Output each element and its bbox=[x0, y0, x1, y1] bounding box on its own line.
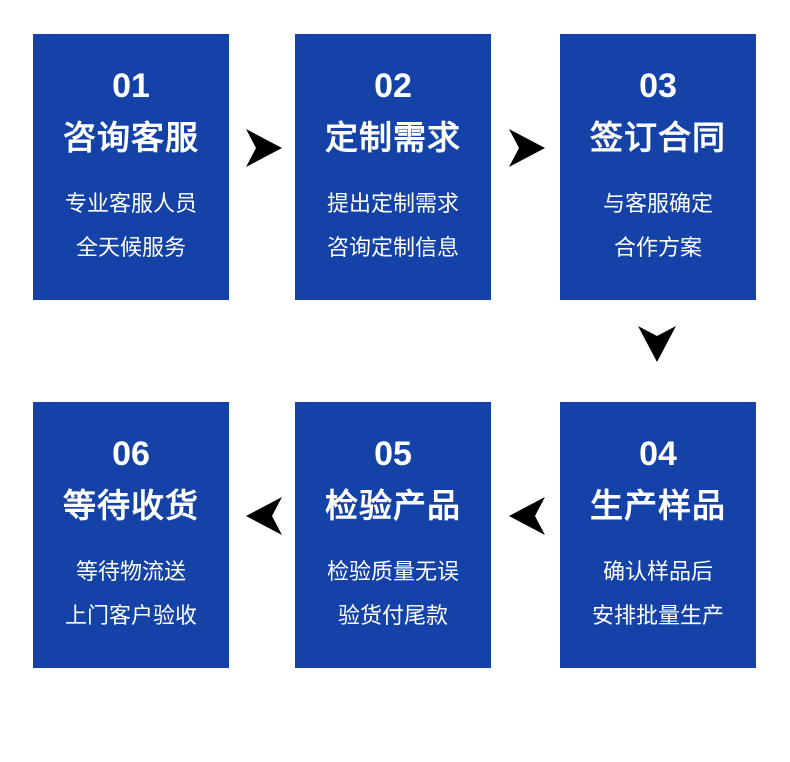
step-description-line-1: 专业客服人员 bbox=[64, 192, 197, 217]
arrow-right-icon bbox=[246, 129, 282, 167]
step-number: 04 bbox=[639, 435, 677, 473]
step-number: 06 bbox=[112, 435, 150, 473]
step-card-01: 01 咨询客服 专业客服人员 全天候服务 bbox=[33, 34, 229, 300]
step-number: 02 bbox=[374, 67, 412, 105]
step-description-line-2: 验货付尾款 bbox=[337, 604, 448, 629]
step-description-line-2: 安排批量生产 bbox=[591, 604, 724, 629]
step-description-line-2: 合作方案 bbox=[613, 236, 702, 261]
step-title: 等待收货 bbox=[63, 486, 199, 525]
step-number: 05 bbox=[374, 435, 412, 473]
step-card-03: 03 签订合同 与客服确定 合作方案 bbox=[560, 34, 756, 300]
step-title: 咨询客服 bbox=[63, 118, 199, 157]
step-description-line-1: 与客服确定 bbox=[602, 192, 713, 217]
step-description-line-1: 提出定制需求 bbox=[326, 192, 459, 217]
arrow-left-icon bbox=[246, 497, 282, 535]
arrow-left-icon bbox=[509, 497, 545, 535]
step-title: 生产样品 bbox=[590, 486, 726, 525]
step-number: 01 bbox=[112, 67, 150, 105]
step-description-line-2: 上门客户验收 bbox=[64, 604, 197, 629]
arrow-down-icon bbox=[638, 326, 676, 362]
step-card-04: 04 生产样品 确认样品后 安排批量生产 bbox=[560, 402, 756, 668]
step-card-06: 06 等待收货 等待物流送 上门客户验收 bbox=[33, 402, 229, 668]
step-card-05: 05 检验产品 检验质量无误 验货付尾款 bbox=[295, 402, 491, 668]
step-title: 签订合同 bbox=[590, 118, 726, 157]
arrow-right-icon bbox=[509, 129, 545, 167]
step-description-line-2: 全天候服务 bbox=[75, 236, 186, 261]
step-title: 定制需求 bbox=[325, 118, 461, 157]
step-description-line-1: 等待物流送 bbox=[75, 560, 186, 585]
step-card-02: 02 定制需求 提出定制需求 咨询定制信息 bbox=[295, 34, 491, 300]
step-title: 检验产品 bbox=[325, 486, 461, 525]
step-description-line-1: 确认样品后 bbox=[602, 560, 713, 585]
step-description-line-1: 检验质量无误 bbox=[326, 560, 459, 585]
step-description-line-2: 咨询定制信息 bbox=[326, 236, 459, 261]
step-number: 03 bbox=[639, 67, 677, 105]
